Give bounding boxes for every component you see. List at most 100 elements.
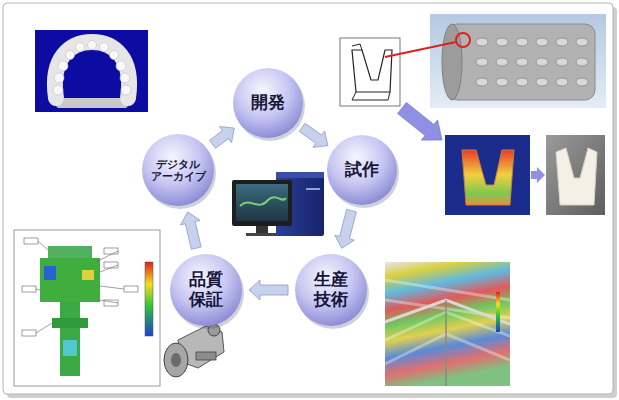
drawing-panel: [340, 38, 400, 106]
screen-curve: [240, 197, 286, 206]
dental-teeth: [53, 41, 131, 96]
scanner-badge: [306, 188, 320, 190]
tooth: [121, 85, 131, 95]
circle-fill: [142, 134, 214, 206]
mold-background: [430, 14, 606, 108]
hole: [576, 78, 588, 86]
deviation-patch: [44, 266, 56, 280]
tooth: [110, 51, 119, 60]
slide-frame: [3, 3, 613, 394]
tooth: [53, 85, 63, 95]
callout-box: [104, 262, 118, 268]
dental-background: [35, 30, 148, 112]
cycle-arrow: [335, 209, 357, 248]
callout-boxes: [22, 238, 138, 336]
part-flange: [52, 318, 88, 328]
analysis-background: [445, 135, 530, 215]
hole: [496, 58, 508, 66]
machine-wheel: [164, 343, 188, 377]
callout-box: [104, 248, 118, 254]
heatmap-streaks: [385, 280, 510, 364]
label-stack: デジタル アーカイブ: [149, 158, 207, 182]
photo-background: [546, 135, 605, 215]
hole: [516, 78, 528, 86]
cycle-arrow: [210, 127, 235, 149]
small-arrow: [531, 167, 545, 183]
hole: [496, 38, 508, 46]
part-body: [40, 258, 100, 302]
circle-fill: [327, 135, 397, 205]
callout-box: [22, 286, 36, 292]
label-stack: 試作: [345, 160, 379, 180]
tooth: [76, 43, 85, 52]
pointer-line: [385, 42, 456, 57]
monitor-base: [246, 233, 278, 236]
cycle-arrow: [181, 212, 202, 249]
part-detail: [352, 44, 390, 100]
callout-box: [24, 238, 38, 244]
leader-lines: [36, 241, 124, 333]
hole: [476, 78, 488, 86]
circle-fill: [170, 254, 242, 326]
label-stack: 品質 保証: [186, 270, 226, 309]
cycle-arrow: [299, 123, 328, 147]
machine-hub: [171, 353, 181, 367]
hole: [476, 38, 488, 46]
callout-box: [22, 330, 36, 336]
cycle-circle: 開発: [233, 68, 303, 138]
machine-block: [196, 352, 216, 360]
cycle-arrow: [249, 280, 288, 300]
heatmap-scale: [496, 292, 500, 332]
analysis-part: [462, 150, 514, 205]
circle-fill: [233, 68, 303, 138]
mold-holes: [476, 38, 588, 86]
cycle-circle: デジタル アーカイブ: [142, 134, 214, 206]
hole: [536, 78, 548, 86]
highlight-circle: [456, 33, 470, 47]
monitor-frame: [232, 180, 292, 226]
hole: [516, 38, 528, 46]
circle-label: デジタル アーカイブ: [149, 158, 207, 182]
circle-label: 生産 技術: [311, 270, 351, 309]
tooth: [88, 41, 97, 50]
deviation-patch: [82, 270, 94, 280]
mold-block: [447, 24, 595, 100]
heatmap-edge: [385, 300, 510, 324]
cycle-circle: 試作: [327, 135, 397, 205]
flow-arrow: [398, 103, 442, 141]
label-stack: 生産 技術: [311, 270, 351, 309]
part-shaft: [60, 302, 80, 376]
hole: [496, 78, 508, 86]
tooth: [120, 73, 130, 83]
hole: [556, 58, 568, 66]
photo-part: [556, 148, 597, 205]
tooth: [100, 43, 109, 52]
part-cap: [48, 246, 92, 258]
heatmap-corner: [445, 300, 447, 386]
hole: [556, 38, 568, 46]
hole: [536, 58, 548, 66]
circle-fill: [295, 254, 367, 326]
hole: [476, 58, 488, 66]
circle-label: 品質 保証: [186, 270, 226, 309]
hole: [576, 58, 588, 66]
monitor-screen: [236, 184, 288, 221]
circle-label: 試作: [345, 160, 379, 180]
tooth: [66, 51, 75, 60]
dental-arch: [55, 42, 129, 98]
deviation-patch: [63, 340, 77, 356]
tooth: [116, 61, 126, 71]
label-stack: 開発: [251, 93, 285, 113]
scanner-top: [276, 172, 324, 178]
hole: [516, 58, 528, 66]
cycle-circle: 品質 保証: [170, 254, 242, 326]
tooth: [54, 73, 64, 83]
hole: [536, 38, 548, 46]
heatmap: [385, 262, 510, 386]
monitor-stand: [256, 226, 268, 233]
cycle-circle: 生産 技術: [295, 254, 367, 326]
tooth: [58, 61, 68, 71]
color-scale: [145, 262, 153, 336]
